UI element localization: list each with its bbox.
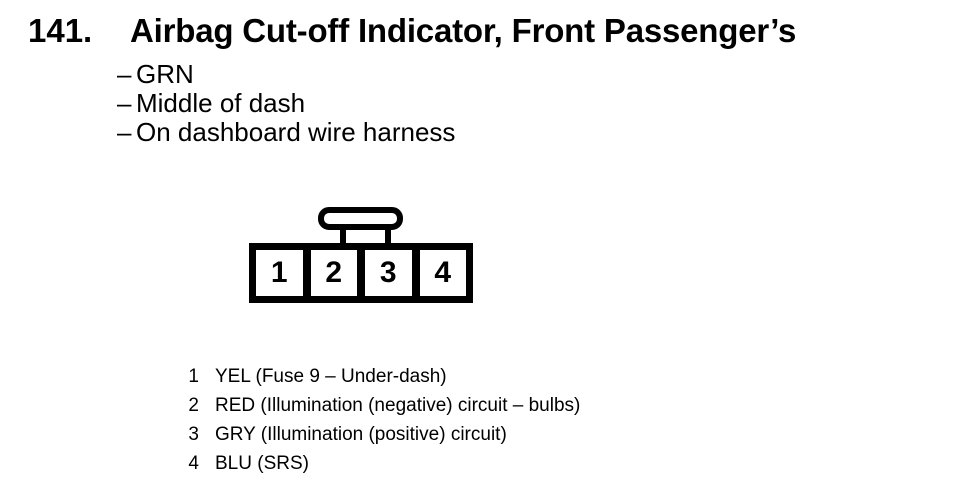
notes-list: –GRN –Middle of dash –On dashboard wire …: [117, 60, 455, 147]
note-text: GRN: [136, 59, 194, 89]
connector-body-diagram: 1 2 3 4: [249, 243, 473, 303]
pin-cell-number: 3: [379, 256, 397, 289]
pin-legend-label: RED (Illumination (negative) circuit – b…: [215, 395, 581, 416]
note-item: –On dashboard wire harness: [117, 118, 455, 147]
pin-legend-number: 4: [188, 453, 199, 474]
pin-legend-number: 3: [188, 424, 199, 445]
pin-cell-number: 2: [325, 256, 343, 289]
pin-legend-label: GRY (Illumination (positive) circuit): [215, 424, 507, 445]
pin-legend-number: 1: [188, 366, 199, 387]
pin-legend-label: YEL (Fuse 9 – Under-dash): [215, 366, 447, 387]
connector-pin-cell-3: 3: [365, 250, 412, 296]
note-item: –GRN: [117, 60, 455, 89]
pin-legend-number: 2: [188, 395, 199, 416]
pin-legend-row: 4 BLU (SRS): [177, 449, 580, 478]
dash-bullet: –: [117, 117, 132, 147]
item-number: 141.: [28, 12, 93, 49]
page-title: Airbag Cut-off Indicator, Front Passenge…: [130, 12, 797, 49]
dash-bullet: –: [117, 59, 132, 89]
note-item: –Middle of dash: [117, 89, 455, 118]
pin-legend-row: 3 GRY (Illumination (positive) circuit): [177, 420, 580, 449]
pin-legend-row: 2 RED (Illumination (negative) circuit – …: [177, 391, 580, 420]
note-text: Middle of dash: [136, 88, 306, 118]
pin-legend-row: 1 YEL (Fuse 9 – Under-dash): [177, 362, 580, 391]
connector-latch-stem: [340, 226, 391, 244]
note-text: On dashboard wire harness: [136, 117, 456, 147]
pin-cell-number: 1: [270, 256, 288, 289]
pin-legend-label: BLU (SRS): [215, 453, 309, 474]
connector-pin-cell-4: 4: [419, 250, 466, 296]
pin-cell-number: 4: [434, 256, 452, 289]
pin-legend: 1 YEL (Fuse 9 – Under-dash) 2 RED (Illumin…: [177, 362, 580, 478]
connector-pin-cell-1: 1: [256, 250, 303, 296]
connector-pin-cell-2: 2: [310, 250, 357, 296]
connector-latch-lobe: [318, 207, 403, 230]
dash-bullet: –: [117, 88, 132, 118]
